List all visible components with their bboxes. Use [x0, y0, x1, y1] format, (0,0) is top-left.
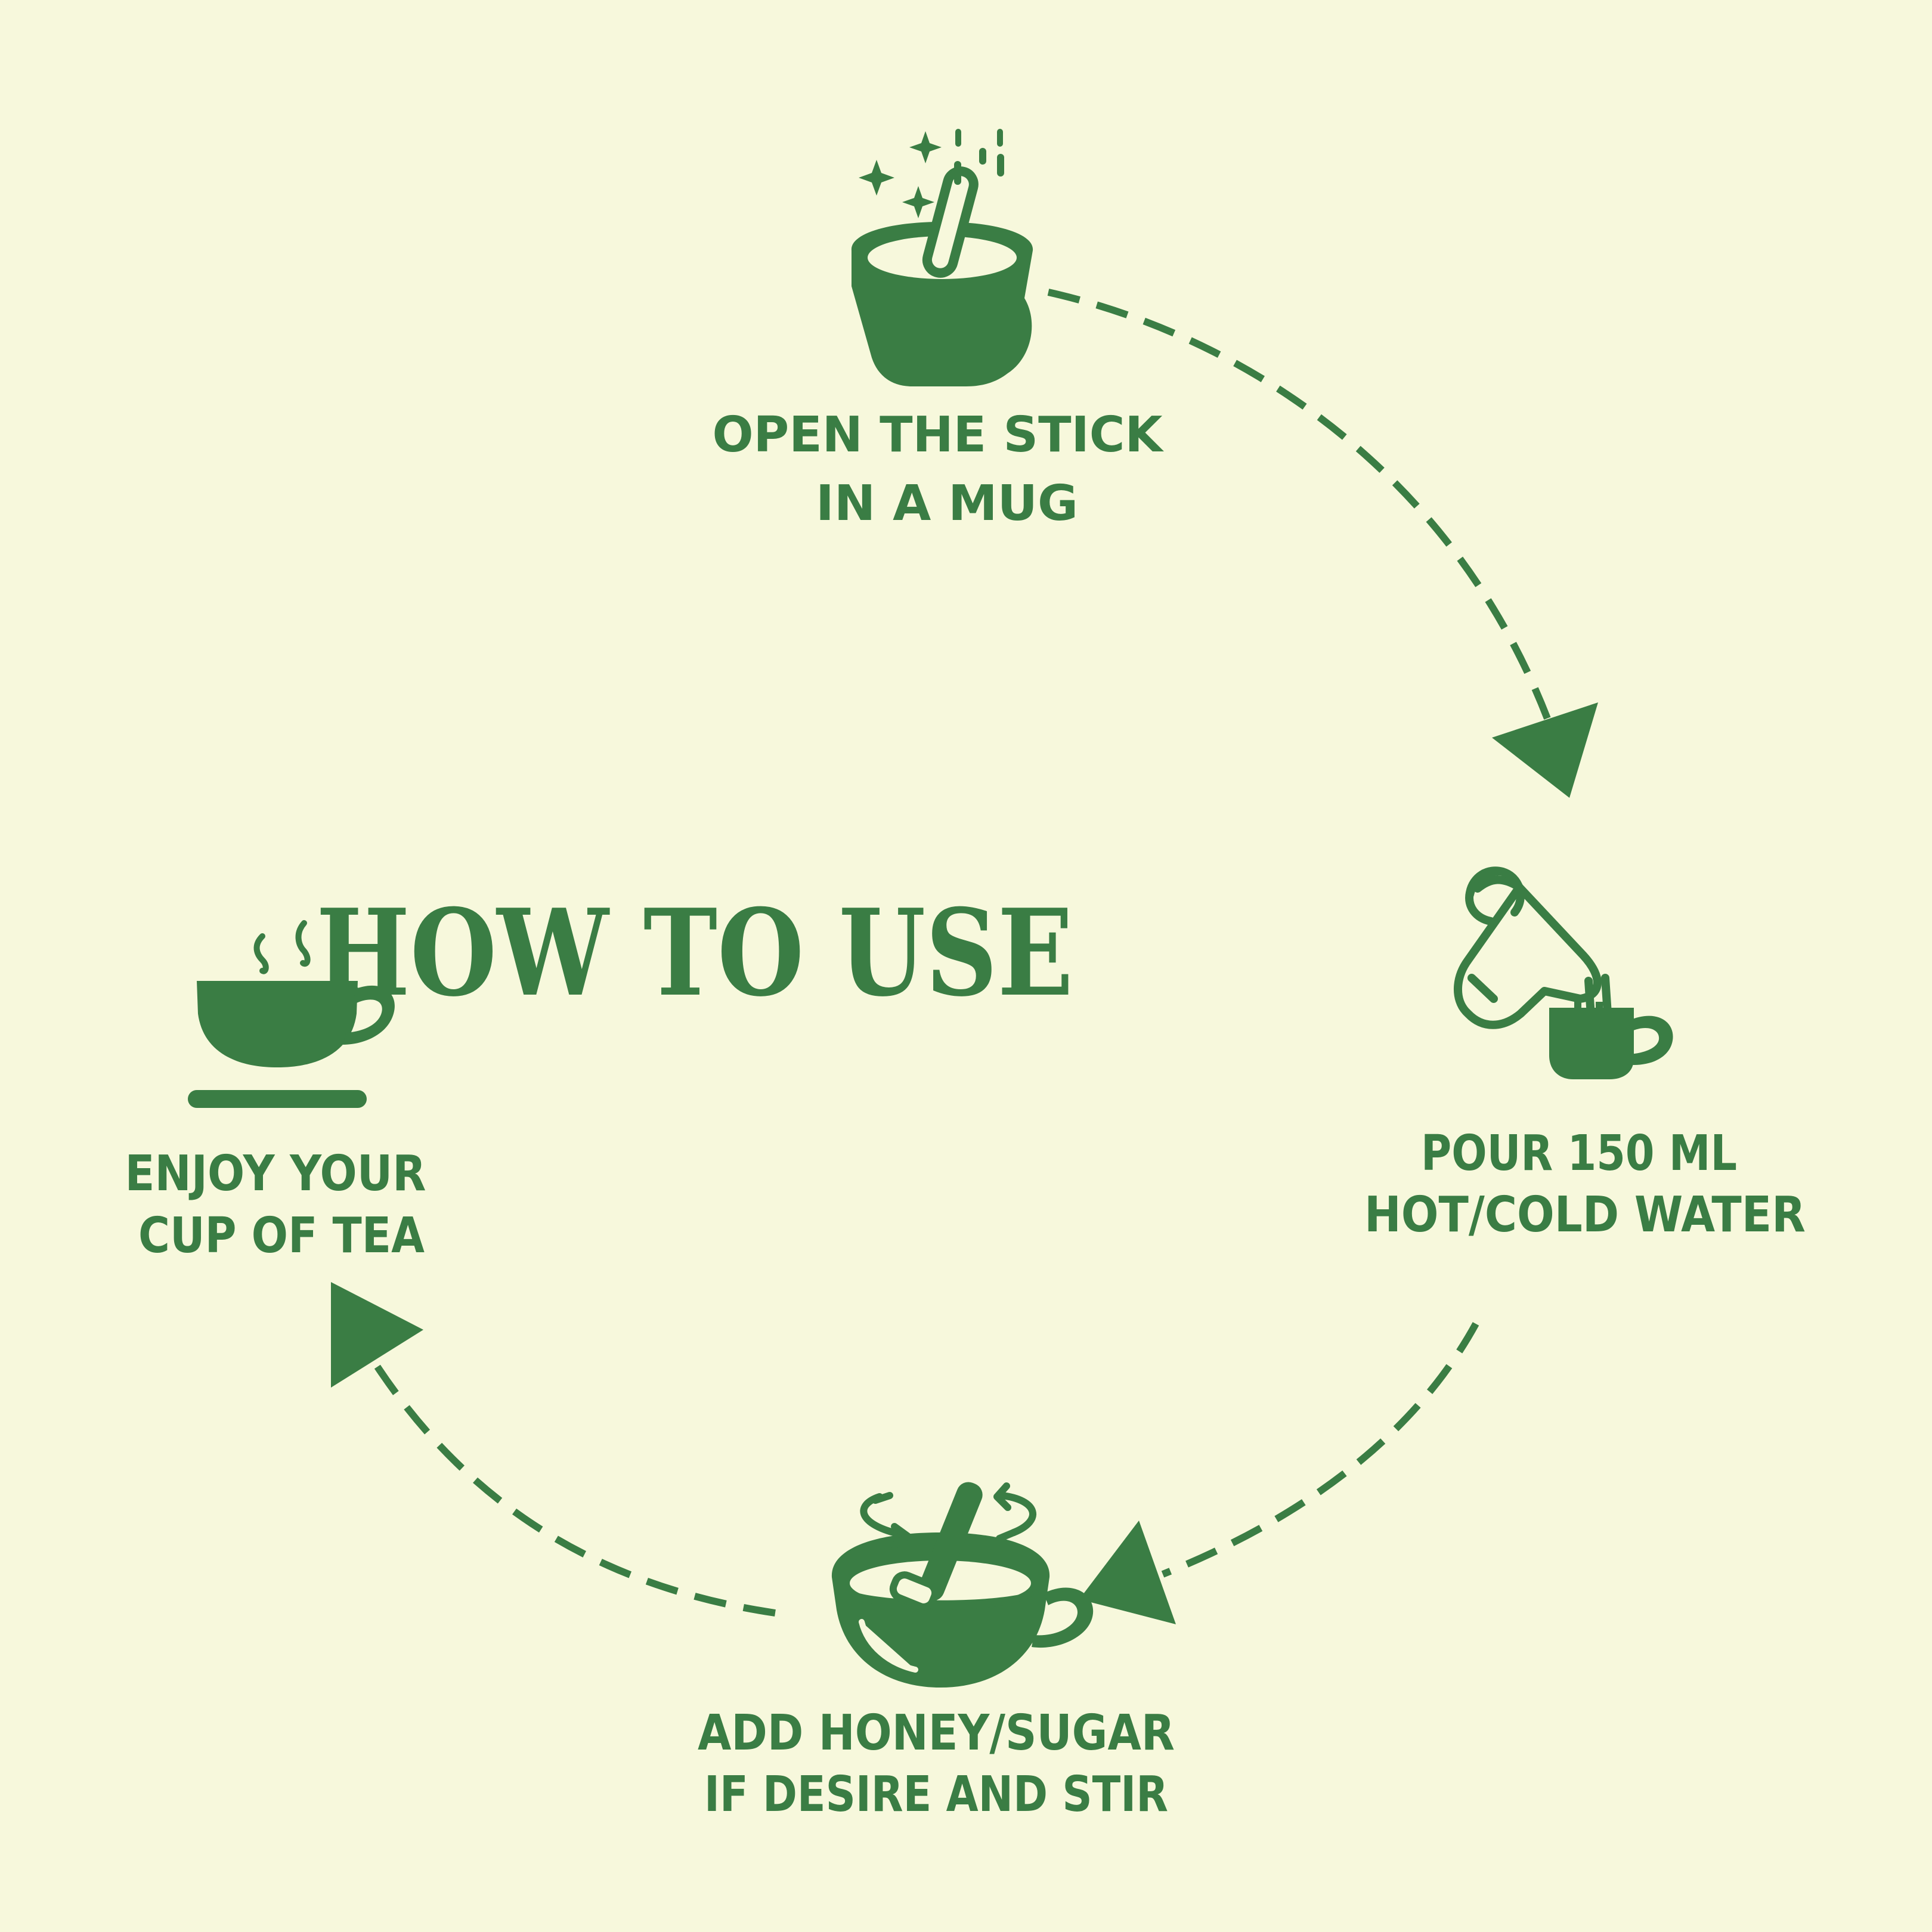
arrowhead-step4 [331, 1282, 423, 1388]
diagram-title: HOW TO USE [316, 883, 1073, 1023]
step-3-label-line-1: ADD HONEY/SUGAR [698, 1705, 1175, 1761]
steaming-teacup-icon [188, 920, 395, 1108]
step-1-label-line-1: OPEN THE STICK [713, 407, 1165, 463]
arrow-path-step2-to-step3 [1161, 1322, 1479, 1578]
step-2-label-line-1: POUR 150 ML [1421, 1125, 1737, 1182]
arrow-path-step1-to-step2 [1047, 289, 1551, 720]
arrowhead-step2 [1492, 702, 1598, 798]
step-4-label-line-1: ENJOY YOUR [125, 1145, 426, 1202]
step-4-label-line-2: CUP OF TEA [138, 1208, 425, 1264]
step-3-label-line-2: IF DESIRE AND STIR [704, 1766, 1168, 1823]
arrowhead-step3 [1079, 1521, 1176, 1624]
step-2-label-line-2: HOT/COLD WATER [1364, 1187, 1806, 1243]
step-1-label-line-2: IN A MUG [816, 475, 1078, 532]
pouring-jug-icon [1453, 866, 1673, 1079]
arrow-path-step3-to-step4 [369, 1357, 776, 1617]
stirring-cup-icon [831, 1482, 1094, 1688]
mug-with-stick-icon [851, 129, 1033, 386]
